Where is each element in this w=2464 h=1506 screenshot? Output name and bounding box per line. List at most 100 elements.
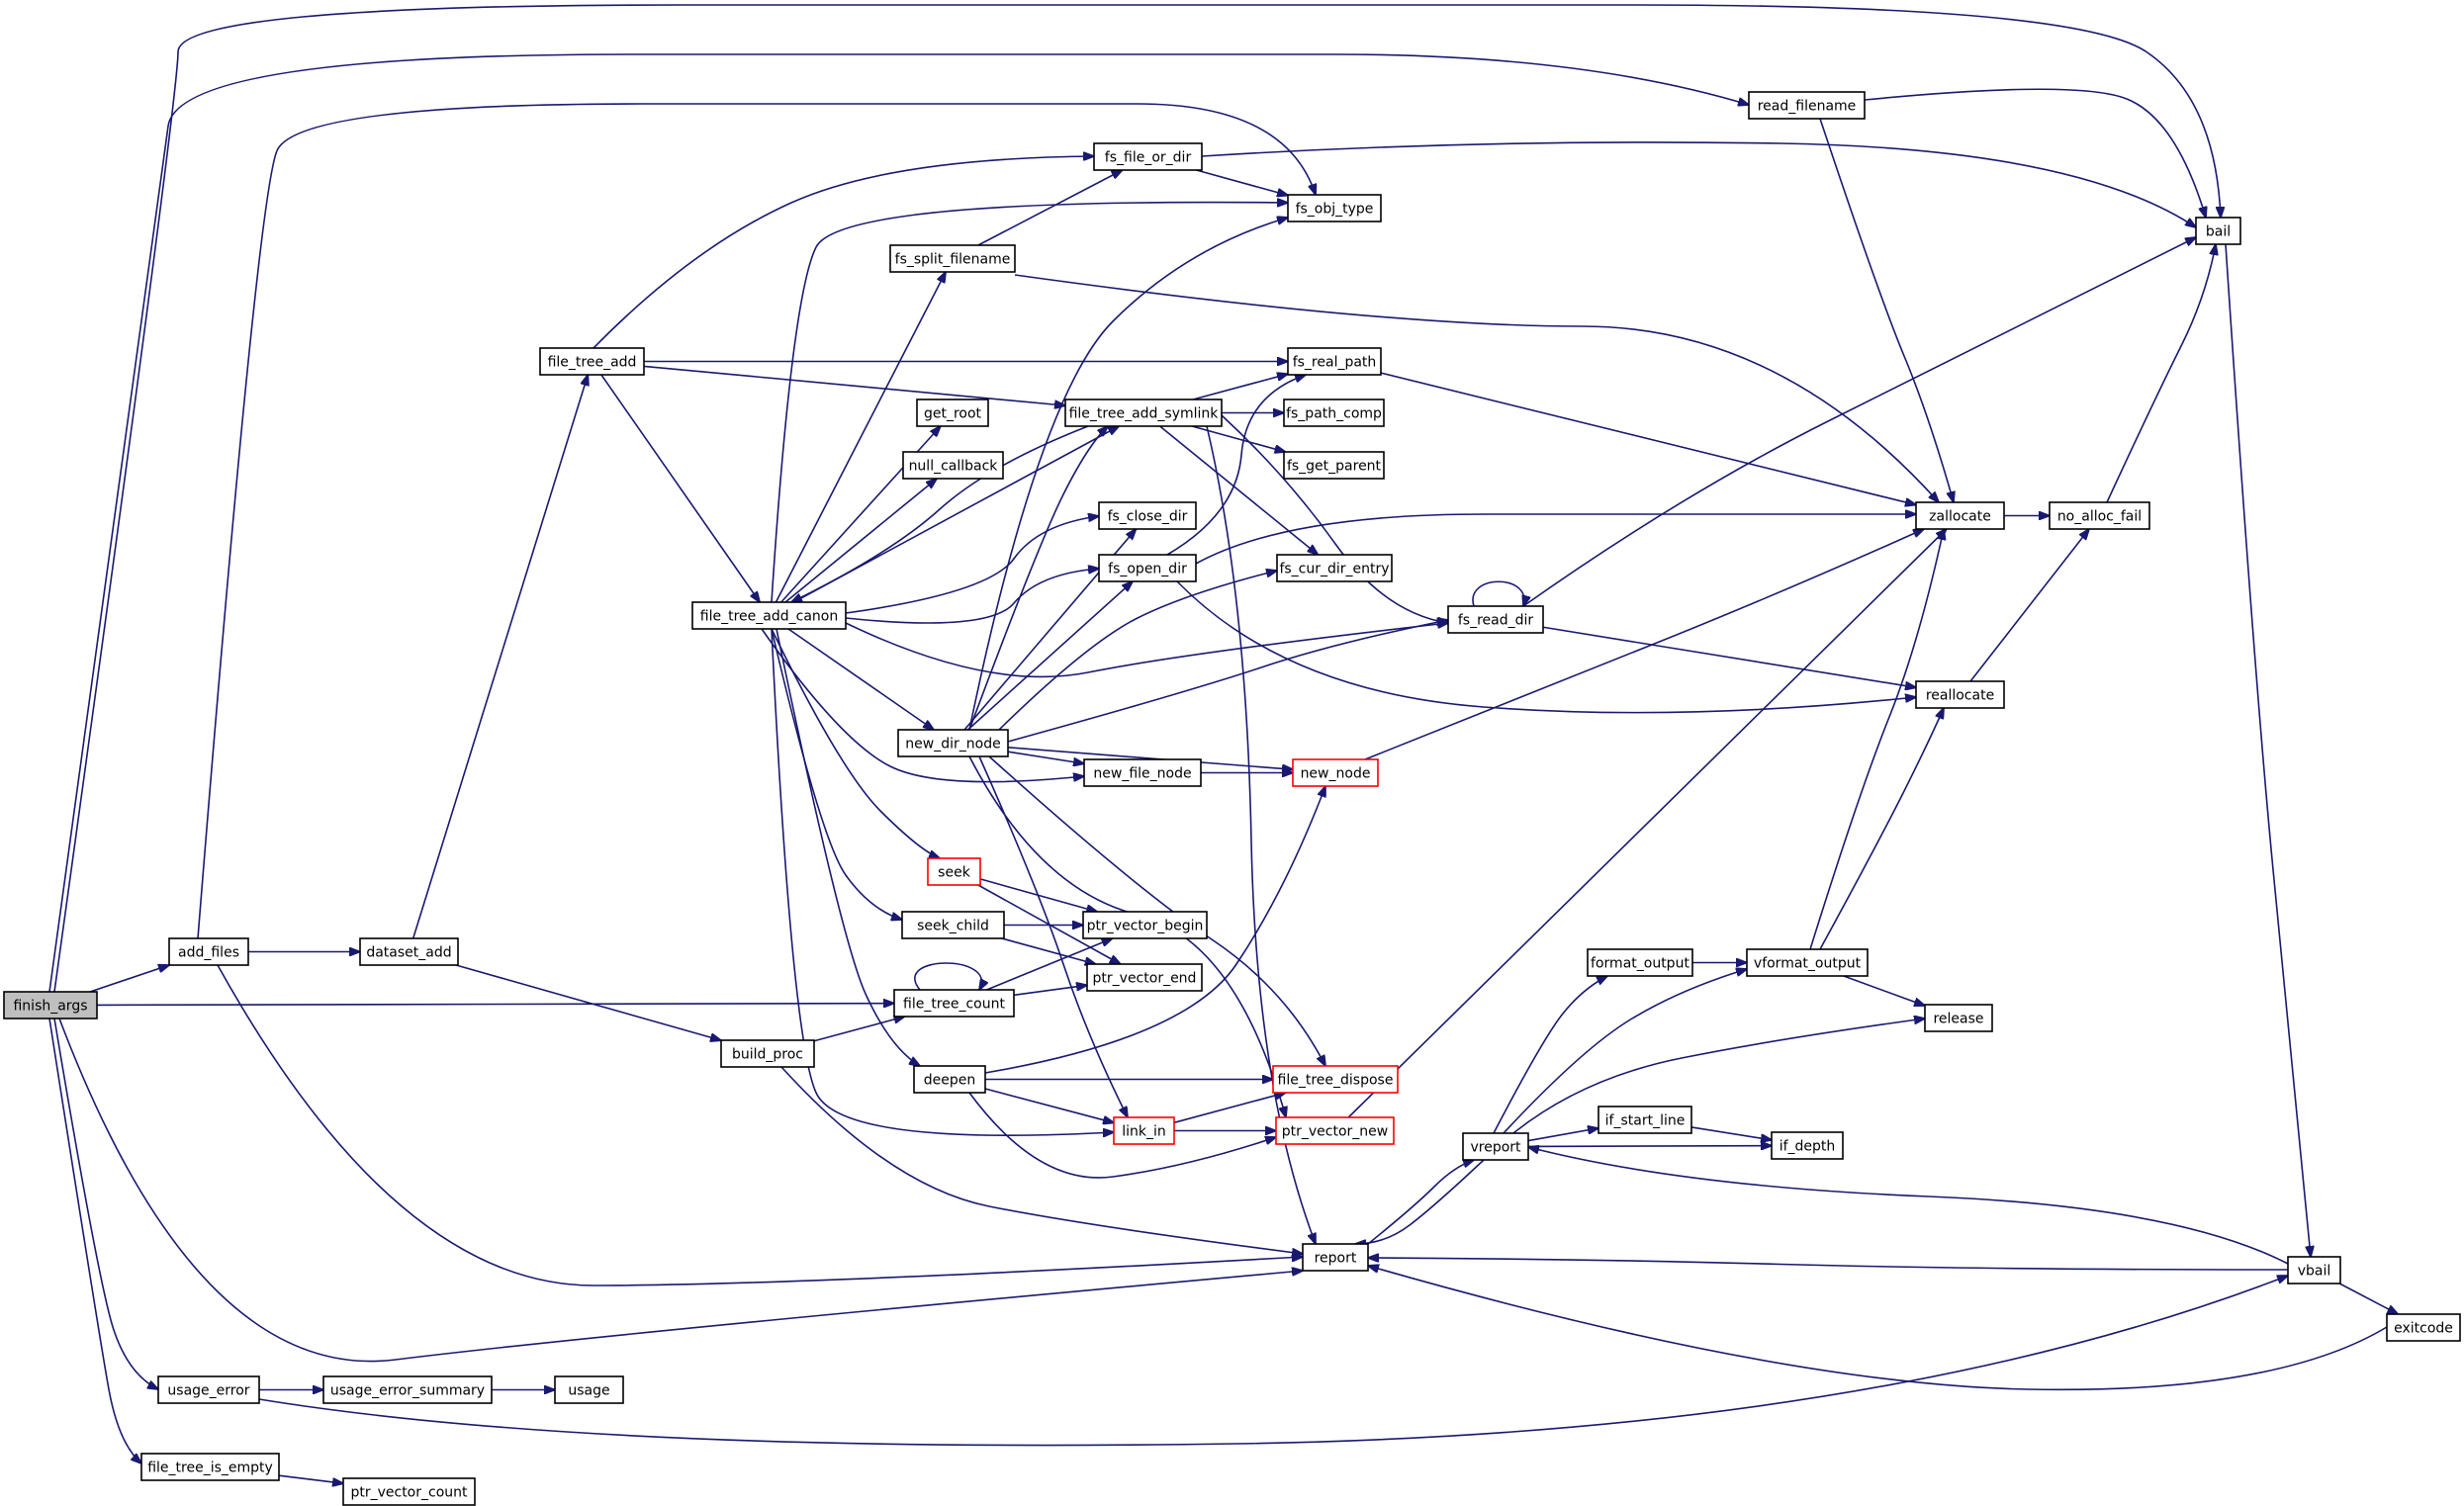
node-box: [1748, 91, 1866, 120]
node-usage-error-summary[interactable]: usage_error_summary: [322, 1375, 493, 1404]
node-file-tree-dispose[interactable]: file_tree_dispose: [1272, 1065, 1399, 1094]
node-if-start-line[interactable]: if_start_line: [1597, 1106, 1692, 1134]
node-file-tree-add-symlink[interactable]: file_tree_add_symlink: [1064, 399, 1223, 427]
node-box: [1287, 194, 1382, 222]
node-finish-args[interactable]: finish_args: [3, 991, 98, 1019]
node-label: fs_real_path: [1293, 355, 1377, 371]
edge-new-node-to-zallocate: [1364, 529, 1924, 760]
edge-vreport-to-vformat-output: [1503, 969, 1747, 1134]
node-label: fs_obj_type: [1296, 202, 1374, 218]
node-box: [1272, 1065, 1399, 1094]
node-file-tree-add-canon[interactable]: file_tree_add_canon: [691, 601, 847, 630]
edge-file-tree-add-symlink-to-fs-real-path: [1192, 374, 1288, 400]
edge-finish-args-to-read-filename: [48, 53, 1749, 993]
node-label: format_output: [1591, 956, 1689, 972]
node-box: [1093, 142, 1203, 171]
edge-exitcode-to-report: [1368, 1266, 2388, 1391]
node-null-callback[interactable]: null_callback: [902, 451, 1004, 480]
edge-link-in-to-file-tree-dispose: [1173, 1093, 1286, 1124]
edge-deepen-to-new-node: [984, 786, 1325, 1074]
node-seek-child[interactable]: seek_child: [901, 911, 1005, 939]
node-label: file_tree_add: [548, 355, 637, 371]
node-read-filename[interactable]: read_filename: [1748, 91, 1866, 120]
node-usage[interactable]: usage: [554, 1375, 624, 1404]
edge-reallocate-to-no-alloc-fail: [1969, 529, 2089, 682]
node-vformat-output[interactable]: vformat_output: [1746, 948, 1869, 977]
node-usage-error[interactable]: usage_error: [157, 1375, 260, 1404]
node-fs-file-or-dir[interactable]: fs_file_or_dir: [1093, 142, 1203, 171]
node-new-file-node[interactable]: new_file_node: [1083, 758, 1202, 787]
node-if-depth[interactable]: if_depth: [1771, 1131, 1844, 1160]
node-link-in[interactable]: link_in: [1113, 1116, 1175, 1145]
node-box: [1082, 911, 1208, 939]
node-label: add_files: [178, 945, 239, 961]
node-format-output[interactable]: format_output: [1587, 948, 1693, 977]
edge-file-tree-add-canon-to-fs-split-filename: [775, 272, 946, 603]
node-file-tree-is-empty[interactable]: file_tree_is_empty: [140, 1453, 280, 1481]
node-label: bail: [2206, 224, 2231, 240]
node-vbail[interactable]: vbail: [2287, 1256, 2341, 1285]
node-file-tree-count[interactable]: file_tree_count: [893, 989, 1015, 1018]
node-label: usage: [568, 1383, 609, 1399]
edge-fs-split-filename-to-zallocate: [1014, 274, 1939, 502]
node-box: [140, 1453, 280, 1481]
edge-file-tree-add-symlink-to-fs-get-parent: [1191, 425, 1285, 452]
edge-read-filename-to-zallocate: [1819, 118, 1954, 502]
node-fs-get-parent[interactable]: fs_get_parent: [1283, 451, 1385, 480]
edge-bail-to-vbail: [2225, 243, 2311, 1257]
node-fs-close-dir[interactable]: fs_close_dir: [1098, 501, 1197, 530]
edge-file-tree-is-empty-to-ptr-vector-count: [278, 1474, 343, 1483]
node-reallocate[interactable]: reallocate: [1915, 680, 2005, 709]
node-box: [1587, 948, 1693, 977]
node-bail[interactable]: bail: [2195, 217, 2241, 245]
node-box: [168, 937, 249, 966]
node-build-proc[interactable]: build_proc: [720, 1039, 815, 1068]
node-get-root[interactable]: get_root: [916, 399, 989, 427]
edge-report-to-vreport: [1367, 1160, 1474, 1245]
node-fs-split-filename[interactable]: fs_split_filename: [889, 244, 1016, 273]
edge-fs-open-dir-to-reallocate: [1176, 580, 1916, 714]
node-ptr-vector-count[interactable]: ptr_vector_count: [342, 1477, 476, 1506]
node-box: [1302, 1243, 1369, 1272]
edge-vreport-to-format-output: [1493, 976, 1607, 1134]
node-zallocate[interactable]: zallocate: [1915, 501, 2005, 530]
edge-new-dir-node-to-fs-cur-dir-entry: [998, 571, 1277, 731]
node-label: fs_split_filename: [895, 252, 1011, 268]
node-release[interactable]: release: [1924, 1004, 1993, 1032]
node-box: [2287, 1256, 2341, 1285]
node-box: [720, 1039, 815, 1068]
edge-finish-args-to-file-tree-count: [96, 1004, 894, 1006]
node-box: [1098, 554, 1197, 582]
node-label: ptr_vector_begin: [1087, 919, 1204, 934]
node-fs-obj-type[interactable]: fs_obj_type: [1287, 194, 1382, 222]
node-dataset-add[interactable]: dataset_add: [359, 937, 459, 966]
node-ptr-vector-end[interactable]: ptr_vector_end: [1086, 963, 1203, 992]
edge-dataset-add-to-build-proc: [455, 964, 721, 1040]
edge-new-dir-node-to-fs-obj-type: [968, 218, 1288, 731]
node-box: [901, 911, 1005, 939]
node-file-tree-add[interactable]: file_tree_add: [539, 347, 645, 376]
node-new-dir-node[interactable]: new_dir_node: [897, 729, 1009, 757]
node-no-alloc-fail[interactable]: no_alloc_fail: [2049, 501, 2150, 530]
node-fs-real-path[interactable]: fs_real_path: [1287, 347, 1382, 376]
node-fs-read-dir[interactable]: fs_read_dir: [1447, 605, 1544, 634]
node-label: vreport: [1470, 1140, 1521, 1156]
node-label: usage_error_summary: [330, 1383, 485, 1399]
node-fs-path-comp[interactable]: fs_path_comp: [1283, 399, 1385, 427]
node-report[interactable]: report: [1302, 1243, 1369, 1272]
node-ptr-vector-begin[interactable]: ptr_vector_begin: [1082, 911, 1208, 939]
node-deepen[interactable]: deepen: [913, 1065, 986, 1094]
node-add-files[interactable]: add_files: [168, 937, 249, 966]
node-exitcode[interactable]: exitcode: [2386, 1313, 2461, 1342]
node-fs-open-dir[interactable]: fs_open_dir: [1098, 554, 1197, 582]
node-vreport[interactable]: vreport: [1462, 1132, 1529, 1161]
node-new-node[interactable]: new_node: [1292, 758, 1379, 787]
edge-file-tree-add-to-file-tree-add-symlink: [643, 365, 1065, 405]
node-seek[interactable]: seek: [927, 857, 981, 886]
node-box: [1447, 605, 1544, 634]
node-label: zallocate: [1929, 509, 1991, 525]
edge-add-files-to-fs-obj-type: [197, 103, 1316, 939]
node-box: [1083, 758, 1202, 787]
node-fs-cur-dir-entry[interactable]: fs_cur_dir_entry: [1276, 554, 1393, 582]
node-ptr-vector-new[interactable]: ptr_vector_new: [1275, 1116, 1395, 1145]
